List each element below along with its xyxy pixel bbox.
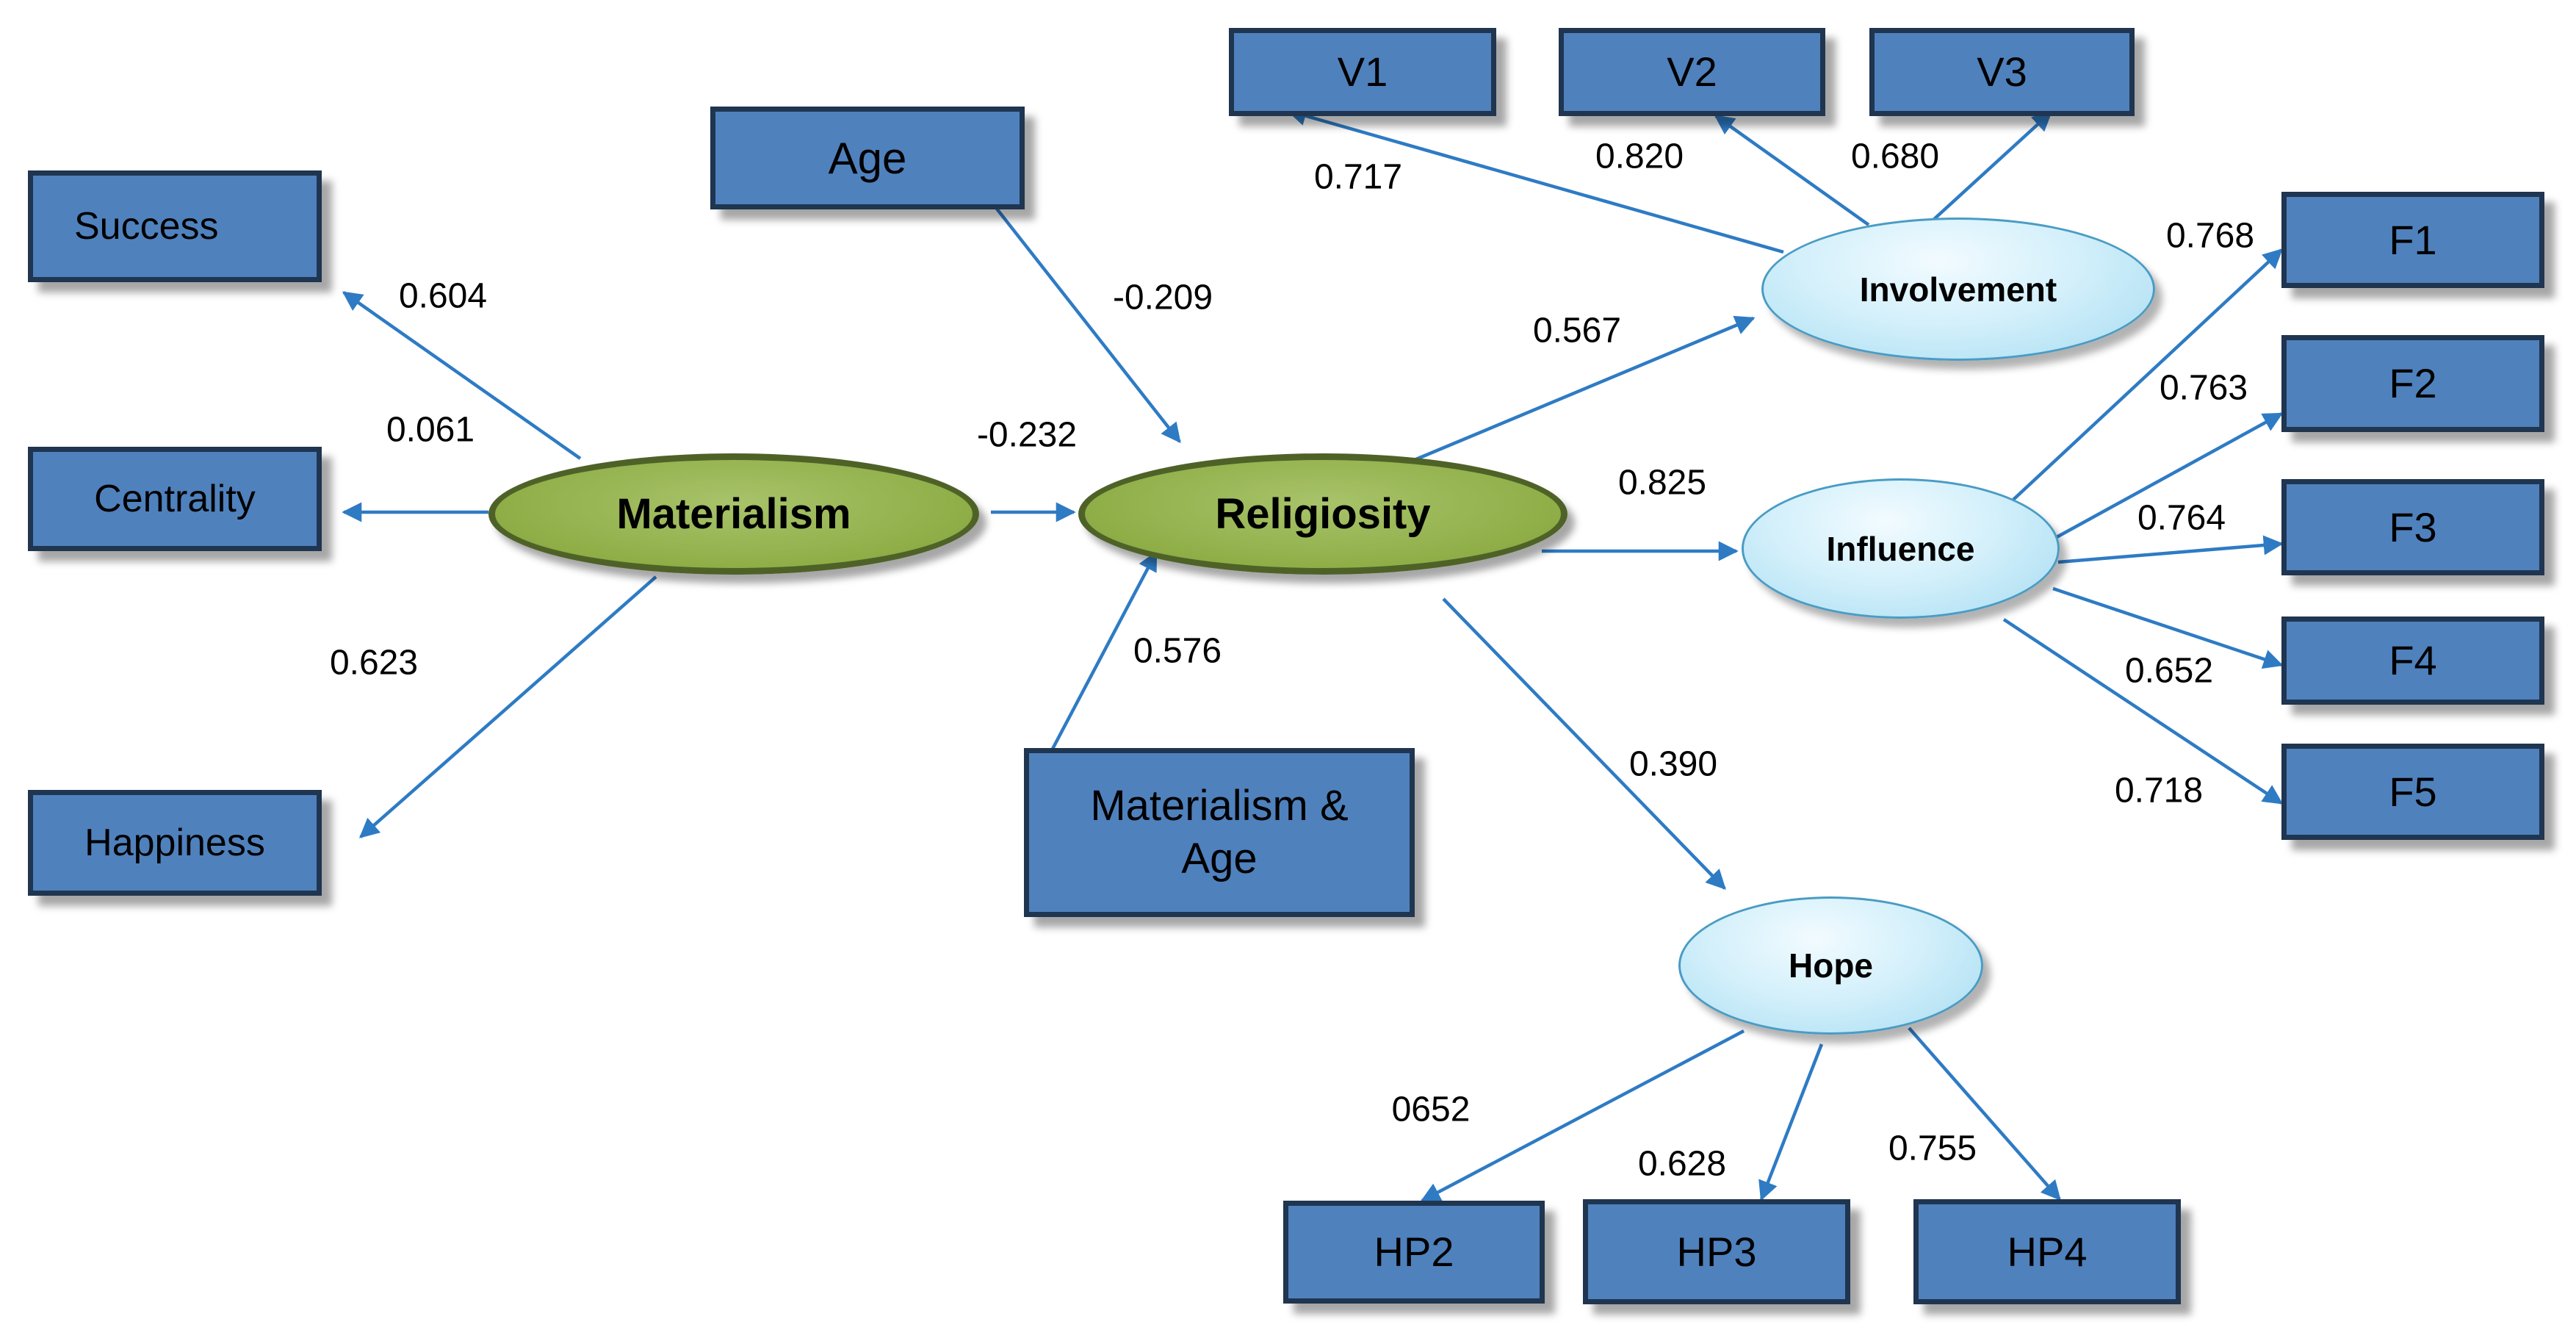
arrow-involvement-v2	[1714, 115, 1870, 226]
success-box: Success	[28, 170, 322, 282]
age-label: Age	[828, 133, 907, 183]
f2-box: F2	[2281, 335, 2544, 432]
materialism-age-label-line2: Age	[1181, 835, 1258, 883]
centrality-label: Centrality	[94, 477, 256, 520]
coef-materialism-success: 0.604	[398, 276, 488, 316]
coef-religiosity-involvement: 0.567	[1532, 311, 1622, 351]
arrow-influence-f1	[2002, 248, 2283, 510]
v1-label: V1	[1337, 48, 1388, 95]
coef-involvement-v1: 0.717	[1313, 157, 1403, 197]
arrow-influence-f4	[2052, 586, 2284, 669]
f3-label: F3	[2389, 503, 2437, 550]
coef-hope-hp3: 0.628	[1637, 1144, 1727, 1184]
coef-materialism-happiness: 0.623	[329, 643, 419, 683]
hp2-label: HP2	[1374, 1229, 1454, 1275]
age-box: Age	[710, 107, 1025, 209]
materialism-label: Materialism	[616, 490, 851, 538]
v3-box: V3	[1869, 28, 2135, 116]
f1-label: F1	[2389, 216, 2437, 263]
v2-label: V2	[1667, 48, 1717, 95]
f4-box: F4	[2281, 617, 2544, 705]
arrow-influence-f2	[2055, 412, 2284, 539]
religiosity-label: Religiosity	[1215, 490, 1431, 538]
influence-label: Influence	[1826, 529, 1975, 568]
arrow-religiosity-involvement	[1412, 315, 1756, 463]
v3-label: V3	[1977, 48, 2027, 95]
coef-involvement-v3: 0.680	[1850, 137, 1940, 176]
coef-hope-hp2: 0652	[1391, 1090, 1471, 1129]
f5-box: F5	[2281, 744, 2544, 840]
coef-age-religiosity: -0.209	[1112, 278, 1213, 317]
f5-label: F5	[2389, 768, 2437, 815]
materialism-construct: Materialism	[488, 453, 979, 575]
materialism-age-box: Materialism & Age	[1024, 748, 1415, 917]
f2-label: F2	[2389, 360, 2437, 406]
hp2-box: HP2	[1283, 1201, 1545, 1304]
happiness-label: Happiness	[84, 821, 265, 864]
hp4-box: HP4	[1913, 1199, 2181, 1304]
hp3-box: HP3	[1583, 1199, 1850, 1304]
coef-influence-f4: 0.652	[2124, 651, 2214, 691]
f3-box: F3	[2281, 479, 2544, 575]
centrality-box: Centrality	[28, 447, 322, 551]
coef-influence-f3: 0.764	[2137, 498, 2226, 538]
religiosity-construct: Religiosity	[1078, 453, 1567, 575]
coef-religiosity-influence: 0.825	[1617, 463, 1707, 503]
involvement-construct: Involvement	[1761, 218, 2155, 361]
coef-influence-f2: 0.763	[2159, 368, 2248, 408]
coef-matage-religiosity: 0.576	[1133, 631, 1222, 671]
v2-box: V2	[1559, 28, 1825, 116]
arrow-hope-hp3	[1758, 1043, 1824, 1201]
involvement-label: Involvement	[1859, 270, 2057, 309]
materialism-age-label-line1: Materialism &	[1090, 781, 1349, 830]
coef-materialism-centrality: 0.061	[386, 410, 475, 450]
hp3-label: HP3	[1676, 1228, 1757, 1275]
coef-hope-hp4: 0.755	[1888, 1129, 1977, 1168]
f4-label: F4	[2389, 637, 2437, 683]
arrow-religiosity-hope	[1442, 597, 1726, 890]
arrow-involvement-v3	[1930, 111, 2052, 223]
arrow-hope-hp4	[1908, 1027, 2061, 1201]
arrow-influence-f5	[2002, 618, 2284, 805]
arrow-hope-hp2	[1420, 1029, 1745, 1202]
coef-materialism-religiosity: -0.232	[976, 415, 1078, 455]
f1-box: F1	[2281, 192, 2544, 288]
hope-construct: Hope	[1678, 896, 1983, 1035]
arrow-materialism-success	[342, 291, 582, 460]
success-label: Success	[74, 204, 219, 248]
coef-influence-f5: 0.718	[2114, 771, 2204, 810]
arrow-matage-religiosity	[1050, 550, 1158, 752]
hp4-label: HP4	[2007, 1228, 2088, 1275]
arrow-age-religiosity	[992, 204, 1181, 444]
influence-construct: Influence	[1742, 478, 2060, 619]
arrow-materialism-happiness	[358, 575, 657, 838]
coef-involvement-v2: 0.820	[1595, 137, 1684, 176]
coef-influence-f1: 0.768	[2165, 216, 2255, 256]
arrow-influence-f3	[2057, 535, 2284, 564]
v1-box: V1	[1229, 28, 1496, 116]
happiness-box: Happiness	[28, 790, 322, 896]
arrow-involvement-v1	[1286, 106, 1784, 254]
hope-label: Hope	[1789, 946, 1873, 985]
coef-religiosity-hope: 0.390	[1628, 744, 1718, 784]
